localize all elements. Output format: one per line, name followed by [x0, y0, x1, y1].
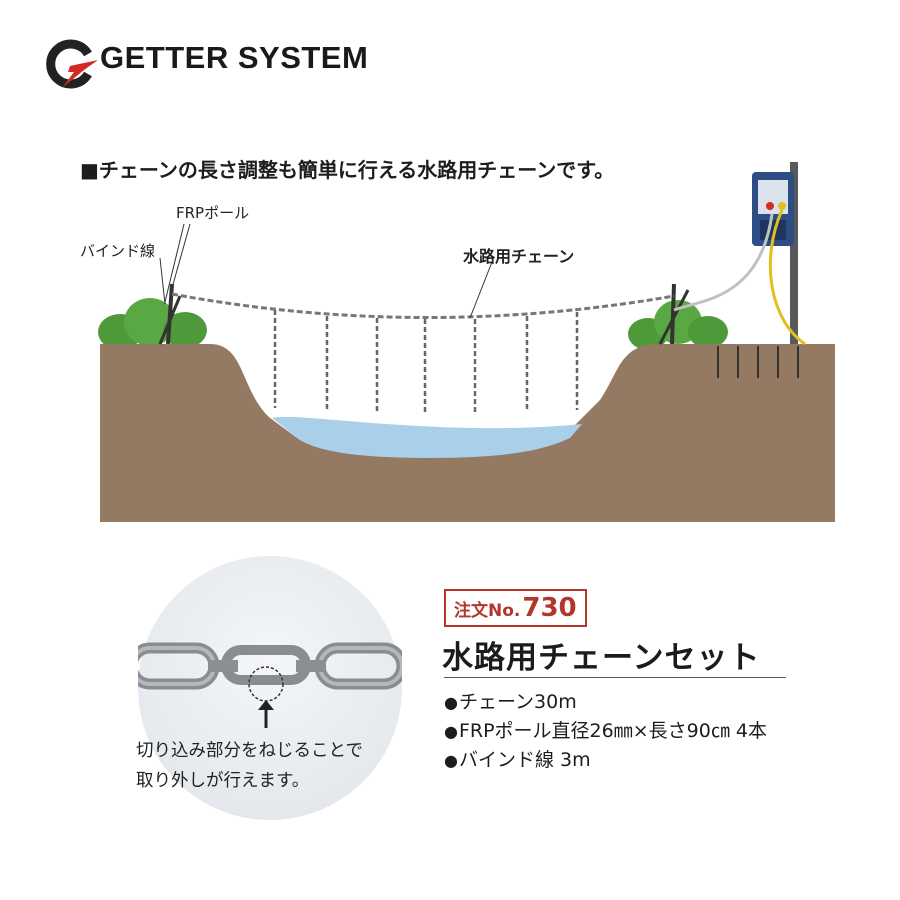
ground: [100, 344, 835, 522]
right-bush: [628, 300, 728, 350]
chain-note-line-2: 取り外しが行えます。: [136, 771, 310, 791]
callout-leaders: [159, 223, 493, 319]
ground-wire: [673, 213, 774, 312]
chain-detail-note: 切り込み部分をねじることで 取り外しが行えます。: [136, 736, 363, 796]
title-divider: [444, 677, 786, 678]
spec-item-bind-wire: バインド線 3m: [444, 746, 767, 775]
order-number: 730: [522, 593, 577, 623]
chain-note-line-1: 切り込み部分をねじることで: [136, 741, 363, 761]
spec-list: チェーン30m FRPポール直径26㎜×長さ90㎝ 4本 バインド線 3m: [444, 688, 767, 775]
spec-item-chain: チェーン30m: [444, 688, 767, 717]
order-prefix: 注文No.: [454, 600, 521, 621]
frp-pole-label: FRPポール: [176, 204, 250, 222]
main-chain: [171, 292, 675, 320]
right-frp-poles: [658, 283, 690, 345]
earth-stakes: [717, 346, 799, 378]
getter-system-logo: [46, 39, 98, 89]
order-number-badge: 注文No. 730: [444, 589, 587, 627]
up-arrow-icon: [258, 700, 274, 728]
hanging-chains: [273, 310, 579, 414]
g-lightning-logo-icon: [46, 39, 98, 89]
spec-item-frp-pole: FRPポール直径26㎜×長さ90㎝ 4本: [444, 717, 767, 746]
product-title: 水路用チェーンセット: [442, 640, 761, 676]
brand-name: GETTER SYSTEM: [100, 40, 369, 75]
water: [272, 416, 582, 458]
headline: ■チェーンの長さ調整も簡単に行える水路用チェーンです。: [80, 158, 615, 182]
waterway-illustration: [98, 162, 835, 522]
earth-wire: [768, 209, 806, 346]
bind-wire-label: バインド線: [80, 242, 156, 260]
left-frp-poles: [158, 283, 182, 345]
left-bush: [98, 298, 207, 350]
electric-fence-controller: [752, 162, 798, 344]
chain-closeup: [138, 556, 402, 820]
waterway-chain-label: 水路用チェーン: [463, 247, 575, 266]
